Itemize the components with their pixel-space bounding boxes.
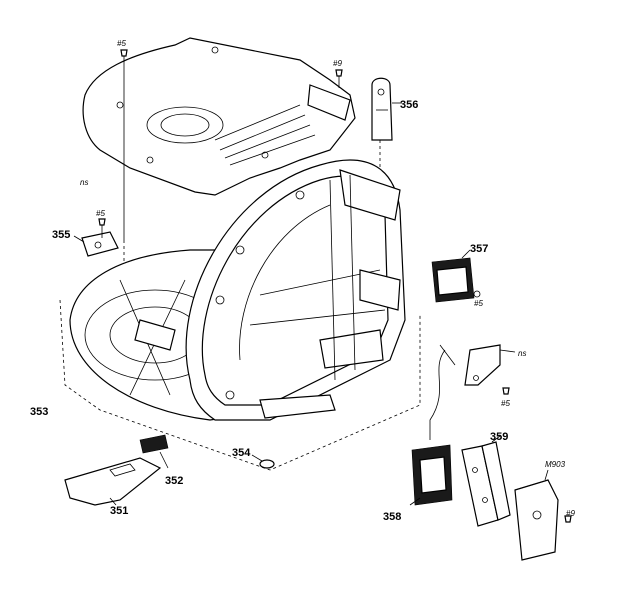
dashed-envelope [59,299,421,471]
part-355-bracket [73,218,119,257]
part-358-motor [409,344,456,506]
right-side-bracket [464,344,516,395]
label-m903: M903 [545,460,566,469]
part-352-clip [139,434,169,469]
label-screw-5-357: #5 [474,299,483,308]
label-352: 352 [165,475,183,487]
label-screw-9-m903: #9 [566,509,575,518]
part-357-board [431,249,481,303]
label-screw-5-355: #5 [96,209,105,218]
label-356: 356 [400,99,418,111]
label-screw-5-top: #5 [117,39,126,48]
label-screw-9-top: #9 [333,59,342,68]
label-351: 351 [110,505,128,517]
part-359-slide [461,435,511,527]
part-356-bracket [371,77,402,141]
label-screw-5-right: #5 [501,399,510,408]
screw-5-top [120,49,128,240]
label-ns-right: ns [518,349,526,358]
part-354-foot [251,454,275,469]
part-351-plate [64,457,162,506]
label-355: 355 [52,229,70,241]
label-357: 357 [470,243,488,255]
label-ns-top: ns [80,178,88,187]
screw-9-top [335,69,343,88]
label-353: 353 [30,406,48,418]
label-359: 359 [490,431,508,443]
label-354: 354 [232,447,251,459]
label-358: 358 [383,511,401,523]
top-cover-plate [82,37,356,196]
main-chassis-frame [185,159,406,421]
m903-motor [514,469,572,561]
